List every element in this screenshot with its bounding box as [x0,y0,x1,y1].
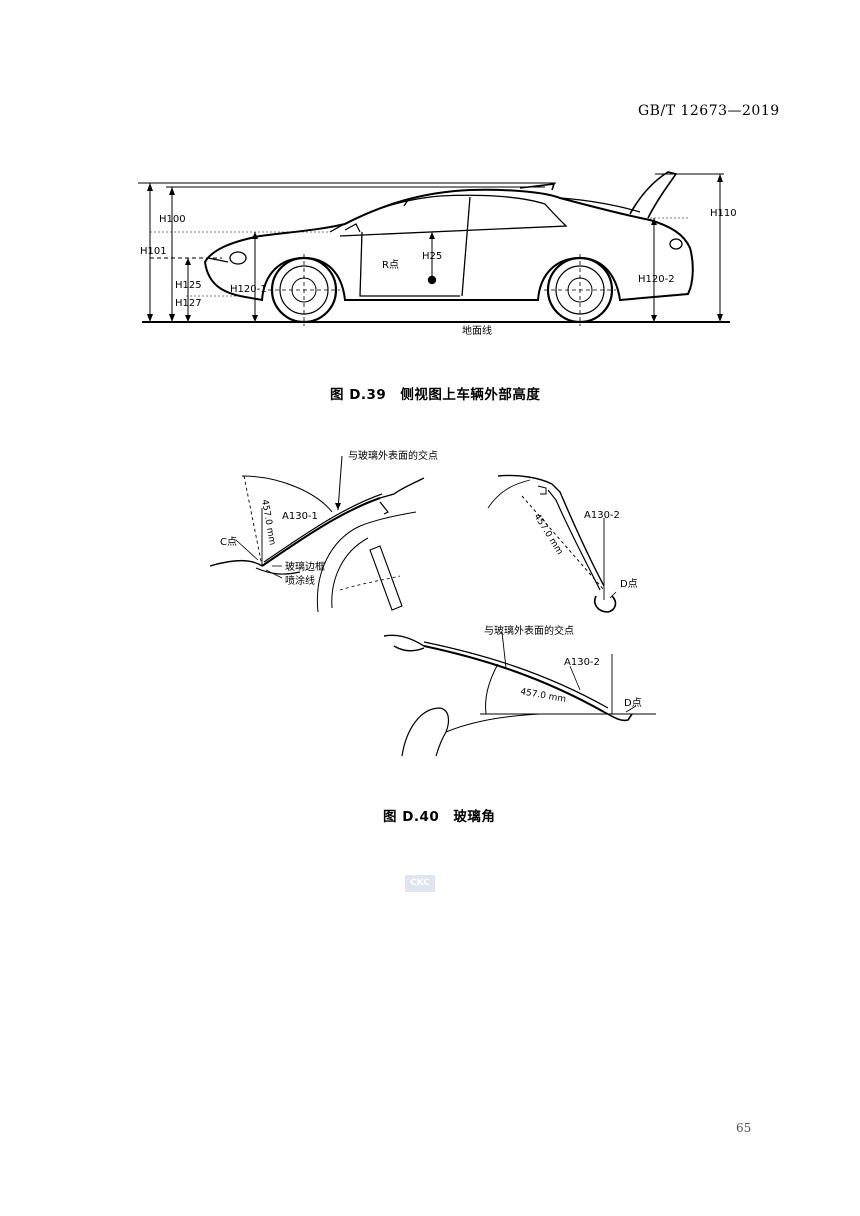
label-h120-2: H120-2 [638,274,675,285]
figure-d40-caption: 图 D.40 玻璃角 [383,809,496,825]
label-a130-2-top: A130-2 [584,510,620,521]
label-glass-frame: 玻璃边框 [285,560,325,573]
label-h120-1: H120-1 [230,284,267,295]
label-dim-2: 457.0 mm [531,512,564,556]
label-d-point-top: D点 [620,578,638,590]
label-h110: H110 [710,208,737,219]
label-d-point-bottom: D点 [624,697,642,709]
label-h101: H101 [140,246,167,257]
label-a130-1: A130-1 [282,511,318,522]
label-c-point: C点 [220,536,237,548]
watermark-logo: CKC [405,875,435,892]
label-h100: H100 [159,214,186,225]
label-paint-line: 喷涂线 [285,574,315,587]
label-h25: H25 [422,251,442,262]
label-r-point: R点 [382,259,399,271]
label-h125: H125 [175,280,202,291]
label-ground-line: 地面线 [462,324,492,337]
page-number: 65 [736,1121,752,1135]
label-h127: H127 [175,298,202,309]
figure-d39-caption: 图 D.39 侧视图上车辆外部高度 [330,387,541,403]
label-a130-2-bottom: A130-2 [564,657,600,668]
standard-number: GB/T 12673—2019 [638,103,780,119]
r-point-marker [427,275,437,285]
label-intersect-bottom: 与玻璃外表面的交点 [484,624,574,637]
label-intersect-top: 与玻璃外表面的交点 [348,449,438,462]
